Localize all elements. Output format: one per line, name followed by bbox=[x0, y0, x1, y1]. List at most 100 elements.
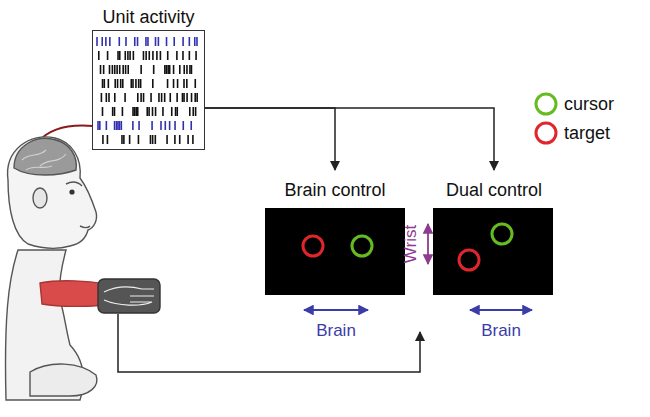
spike-tick bbox=[108, 93, 110, 102]
legend-cursor-sample bbox=[536, 94, 556, 114]
spike-tick bbox=[114, 79, 116, 88]
monkey-head bbox=[8, 137, 97, 248]
spike-tick bbox=[140, 65, 142, 74]
spike-tick bbox=[114, 65, 116, 74]
brain-axis-arrow bbox=[304, 309, 368, 311]
target-circle bbox=[303, 236, 323, 256]
axis-label: Brain bbox=[481, 321, 521, 341]
spike-tick bbox=[117, 79, 119, 88]
spike-tick bbox=[179, 135, 181, 144]
spike-tick bbox=[132, 79, 134, 88]
spike-tick bbox=[134, 37, 136, 46]
cursor-circle bbox=[352, 236, 372, 256]
spike-tick bbox=[138, 121, 140, 130]
spike-tick bbox=[192, 107, 194, 116]
spike-tick bbox=[164, 121, 166, 130]
spike-tick bbox=[160, 121, 162, 130]
spike-tick bbox=[194, 93, 196, 102]
panel-heading: Brain control bbox=[262, 172, 408, 208]
spike-tick bbox=[133, 51, 135, 60]
spike-tick bbox=[122, 65, 124, 74]
spike-tick bbox=[187, 135, 189, 144]
spike-tick bbox=[119, 65, 121, 74]
spike-tick bbox=[135, 79, 137, 88]
spike-tick bbox=[196, 93, 198, 102]
spike-tick bbox=[167, 51, 169, 60]
spike-tick bbox=[183, 65, 185, 74]
spike-tick bbox=[119, 121, 121, 130]
monkey-eye bbox=[69, 189, 74, 194]
spike-tick bbox=[138, 135, 140, 144]
spike-tick bbox=[140, 79, 142, 88]
monkey-brow bbox=[66, 182, 82, 186]
spike-tick bbox=[179, 65, 181, 74]
spike-tick bbox=[183, 93, 185, 102]
spike-tick bbox=[127, 65, 129, 74]
spike-tick bbox=[134, 107, 136, 116]
spike-tick bbox=[169, 65, 171, 74]
spike-raster bbox=[97, 37, 197, 144]
panel-heading: Dual control bbox=[426, 172, 562, 208]
spike-tick bbox=[166, 65, 168, 74]
spike-tick bbox=[182, 121, 184, 130]
monkey-figure bbox=[6, 137, 161, 400]
spike-tick bbox=[137, 107, 139, 116]
wrist-manipulandum bbox=[98, 279, 160, 313]
spike-tick bbox=[140, 93, 142, 102]
legend-target-sample bbox=[536, 123, 556, 143]
spike-tick bbox=[108, 79, 110, 88]
spike-tick bbox=[121, 121, 123, 130]
spike-tick bbox=[189, 65, 191, 74]
spike-tick bbox=[155, 135, 157, 144]
spike-tick bbox=[175, 107, 177, 116]
spike-tick bbox=[137, 93, 139, 102]
spike-tick bbox=[118, 37, 120, 46]
spike-tick bbox=[177, 79, 179, 88]
spike-tick bbox=[152, 51, 154, 60]
spike-tick bbox=[195, 107, 197, 116]
spike-tick bbox=[158, 93, 160, 102]
spike-tick bbox=[169, 93, 171, 102]
spike-tick bbox=[155, 107, 157, 116]
spike-tick bbox=[103, 65, 105, 74]
spike-tick bbox=[117, 121, 119, 130]
spike-tick bbox=[105, 37, 107, 46]
spike-tick bbox=[123, 135, 125, 144]
spike-tick bbox=[107, 135, 109, 144]
spike-tick bbox=[112, 65, 114, 74]
spike-tick bbox=[150, 93, 152, 102]
spike-tick bbox=[169, 121, 171, 130]
spike-tick bbox=[101, 37, 103, 46]
spike-tick bbox=[151, 121, 153, 130]
spike-tick bbox=[182, 93, 184, 102]
spike-tick bbox=[116, 121, 118, 130]
spike-tick bbox=[138, 79, 140, 88]
spike-tick bbox=[117, 51, 119, 60]
spike-tick bbox=[107, 51, 109, 60]
spike-tick bbox=[145, 37, 147, 46]
spike-tick bbox=[192, 135, 194, 144]
spike-tick bbox=[167, 79, 169, 88]
cursor-circle bbox=[492, 224, 512, 244]
spike-tick bbox=[176, 107, 178, 116]
spike-tick bbox=[186, 93, 188, 102]
spike-tick bbox=[160, 51, 162, 60]
spike-tick bbox=[148, 107, 150, 116]
spike-tick bbox=[167, 65, 169, 74]
panel-heading: Unit activity bbox=[92, 4, 205, 30]
spike-tick bbox=[166, 135, 168, 144]
spike-tick bbox=[124, 51, 126, 60]
spike-tick bbox=[164, 65, 166, 74]
spike-tick bbox=[129, 135, 131, 144]
spike-tick bbox=[191, 93, 193, 102]
screen bbox=[265, 208, 405, 295]
spike-tick bbox=[132, 121, 134, 130]
spike-tick bbox=[186, 65, 188, 74]
brain-folds bbox=[22, 150, 66, 170]
spike-tick bbox=[173, 65, 175, 74]
axis-label: Brain bbox=[316, 321, 356, 341]
spike-tick bbox=[106, 93, 108, 102]
